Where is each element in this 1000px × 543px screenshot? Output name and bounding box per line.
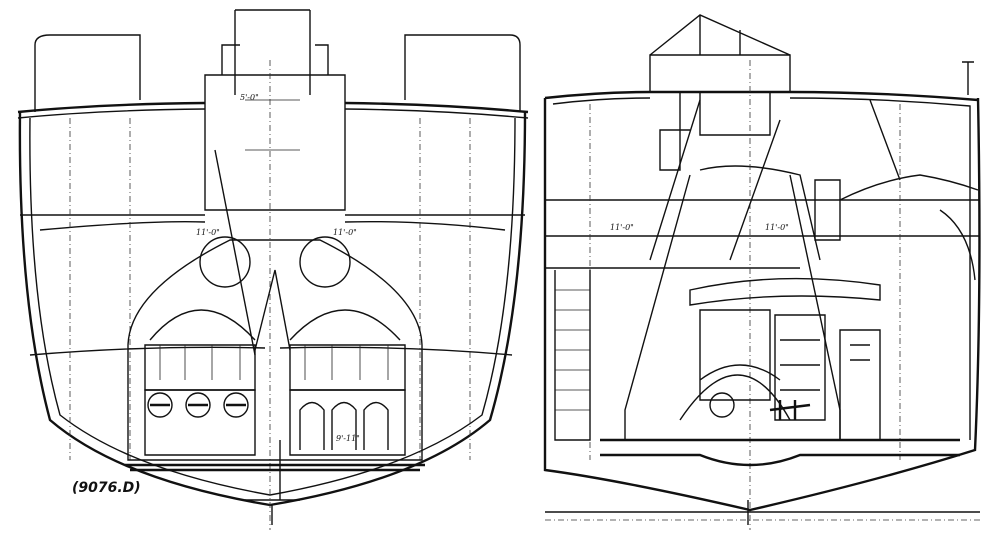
left-rail [34,34,521,112]
left-section-boiler-room [17,9,529,530]
right-hull-outline [543,97,981,512]
figure-caption: (9076.D) [72,480,141,496]
left-deck [17,101,529,114]
right-section-engine-room [543,14,981,530]
dimension-label: 5'-0" [240,93,259,102]
cylinder [679,309,791,421]
skylight [649,14,791,93]
dimension-label: 11'-0" [196,228,220,237]
engine-column [624,92,841,440]
left-hull-outline [18,111,527,507]
dimension-label: 9'-11" [336,434,360,443]
dimension-label: 11'-0" [765,223,789,232]
left-boiler-casing [127,239,423,461]
dimension-label: 11'-0" [610,223,634,232]
dimension-label: 11'-0" [333,228,357,237]
left-funnel [204,9,346,211]
